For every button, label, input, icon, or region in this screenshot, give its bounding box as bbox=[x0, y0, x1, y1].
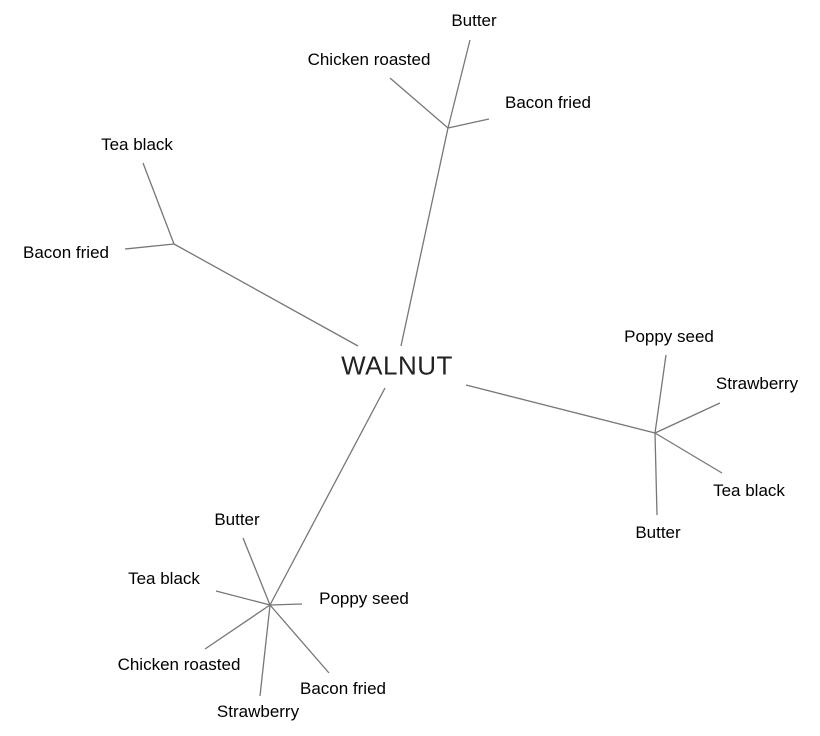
root-edge-0 bbox=[400, 127, 449, 347]
leaf-node-label: Tea black bbox=[101, 135, 173, 154]
leaf-node-label: Butter bbox=[214, 510, 260, 529]
leaf-node-label: Poppy seed bbox=[624, 327, 714, 346]
root-edge-1 bbox=[173, 243, 359, 347]
leaf-node-label: Chicken roasted bbox=[117, 655, 241, 674]
leaf-edge-2-0 bbox=[654, 354, 667, 434]
leaf-node-label: Strawberry bbox=[216, 702, 300, 721]
leaf-edge-2-1 bbox=[654, 402, 721, 434]
leaf-node-label: Butter bbox=[451, 11, 497, 30]
leaf-edge-2-3 bbox=[654, 432, 658, 516]
leaf-edge-3-5 bbox=[259, 604, 271, 697]
leaf-edge-3-0 bbox=[242, 537, 271, 606]
leaf-edge-3-4 bbox=[269, 604, 330, 674]
leaf-node-label: Tea black bbox=[128, 569, 200, 588]
leaf-edge-0-2 bbox=[447, 118, 490, 129]
leaf-edge-2-2 bbox=[654, 432, 723, 474]
leaf-node-label: Chicken roasted bbox=[307, 50, 431, 69]
root-edge-3 bbox=[269, 387, 386, 606]
leaf-node-label: Bacon fried bbox=[300, 679, 386, 698]
root-node-label: WALNUT bbox=[341, 350, 453, 381]
leaf-edge-0-0 bbox=[447, 39, 471, 129]
leaf-edge-1-0 bbox=[142, 162, 175, 245]
leaf-edge-3-3 bbox=[204, 604, 271, 650]
leaf-node-label: Butter bbox=[635, 523, 681, 542]
root-edge-2 bbox=[465, 384, 656, 434]
leaf-node-label: Poppy seed bbox=[319, 589, 409, 608]
leaf-edge-3-1 bbox=[215, 590, 271, 606]
leaf-node-label: Bacon fried bbox=[23, 243, 109, 262]
leaf-edge-3-2 bbox=[269, 603, 303, 606]
leaf-node-label: Strawberry bbox=[715, 374, 799, 393]
leaf-node-label: Tea black bbox=[713, 481, 785, 500]
leaf-edge-0-1 bbox=[389, 77, 449, 129]
leaf-edge-1-1 bbox=[124, 243, 175, 250]
leaf-node-label: Bacon fried bbox=[505, 93, 591, 112]
